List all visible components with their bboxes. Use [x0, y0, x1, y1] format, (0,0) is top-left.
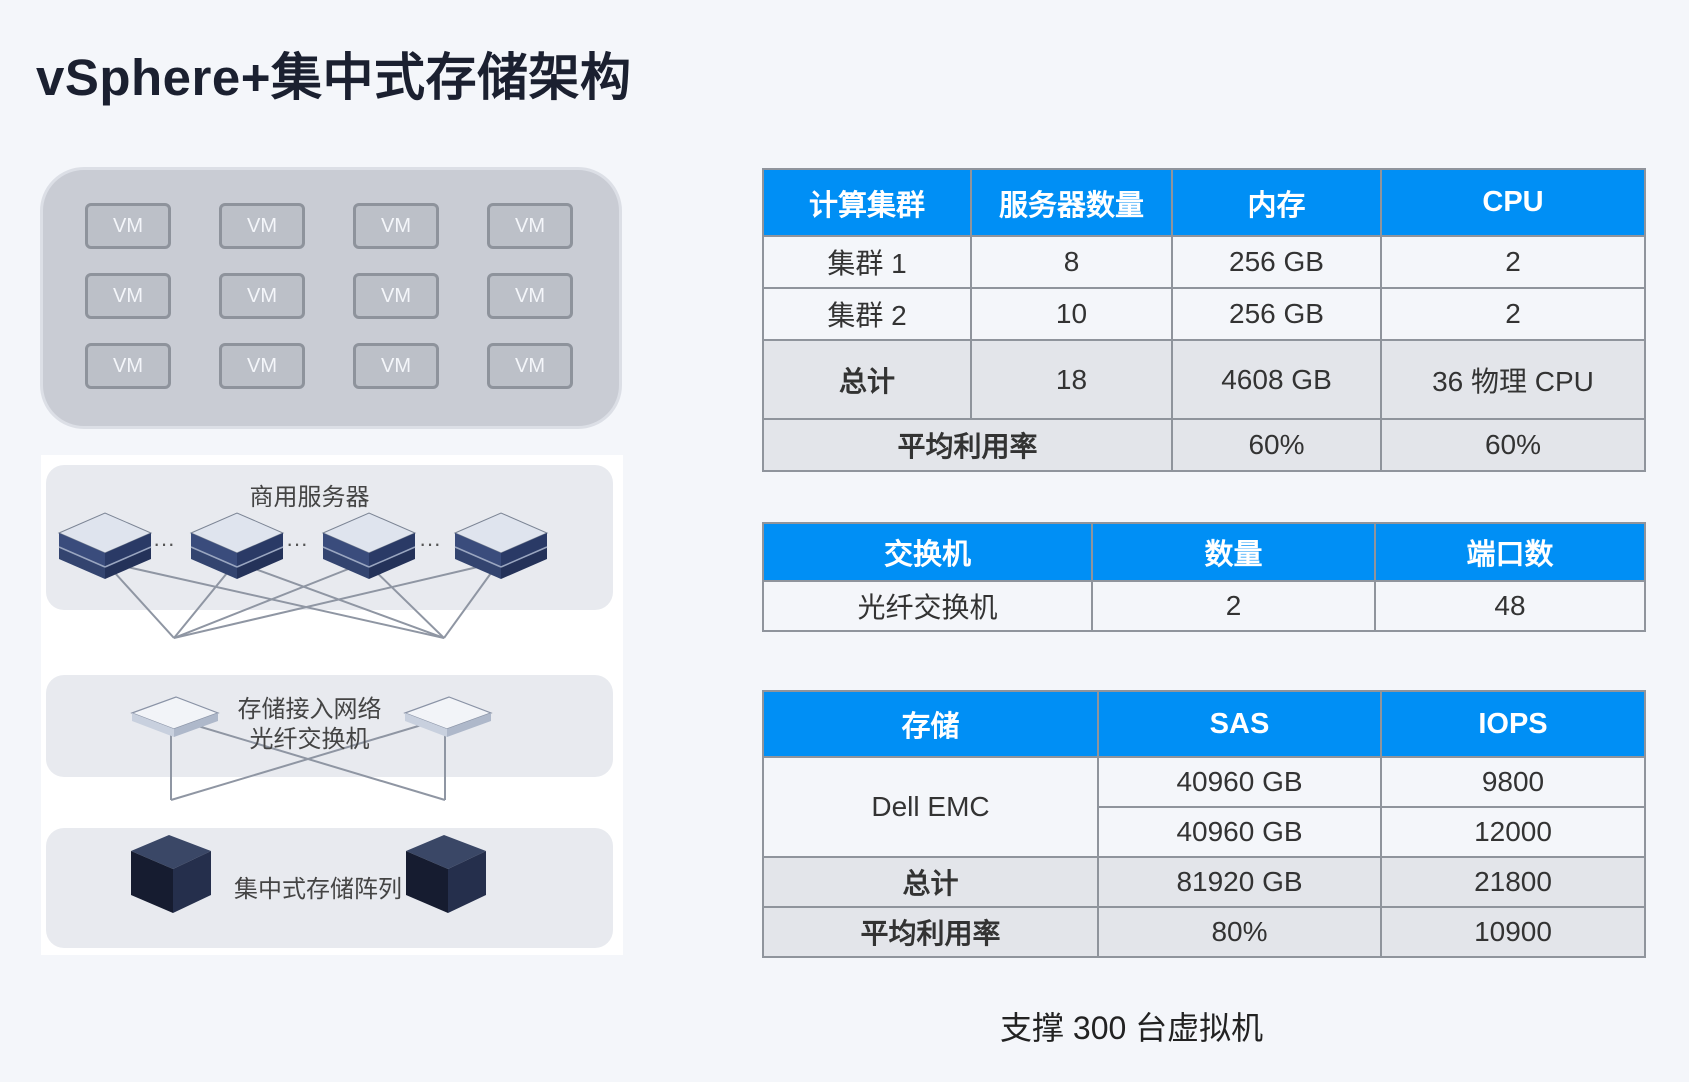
column-header: SAS	[1097, 690, 1382, 758]
vm-box: VM	[353, 273, 439, 319]
vm-box: VM	[85, 343, 171, 389]
table-header-row: 存储 SAS IOPS	[762, 690, 1646, 758]
table-cell: 2	[1091, 580, 1376, 632]
table-cell: 集群 2	[762, 287, 972, 341]
average-row: 平均利用率 60% 60%	[762, 418, 1646, 472]
storage-array-icon	[131, 835, 211, 913]
table-header-row: 计算集群 服务器数量 内存 CPU	[762, 168, 1646, 237]
table-cell: 21800	[1380, 856, 1646, 908]
vm-box: VM	[487, 273, 573, 319]
storage-device-cell: Dell EMC	[762, 756, 1099, 858]
table-cell: 平均利用率	[762, 906, 1099, 958]
ellipsis: ···	[153, 531, 175, 556]
table-cell: 18	[970, 339, 1173, 420]
column-header: 端口数	[1374, 522, 1646, 582]
table-cell: 10900	[1380, 906, 1646, 958]
column-header: 内存	[1171, 168, 1382, 237]
table-row: 光纤交换机 2 48	[762, 580, 1646, 632]
vm-box: VM	[487, 343, 573, 389]
vm-cluster-panel: VM VM VM VM VM VM VM VM VM VM VM VM	[40, 167, 622, 429]
network-zone	[46, 675, 613, 777]
vm-box: VM	[85, 273, 171, 319]
table-cell: 2	[1380, 235, 1646, 289]
column-header: CPU	[1380, 168, 1646, 237]
column-header: 服务器数量	[970, 168, 1173, 237]
table-cell: 60%	[1171, 418, 1382, 472]
table-cell: 36 物理 CPU	[1380, 339, 1646, 420]
ellipsis: ···	[286, 531, 308, 556]
compute-table: 计算集群 服务器数量 内存 CPU 集群 1 8 256 GB 2 集群 2 1…	[762, 168, 1646, 472]
infrastructure-diagram: 商用服务器 ··· ··· ··· 存储接入网络 光纤交换机 集中式存储阵列	[41, 455, 623, 955]
storage-zone-label: 集中式存储阵列	[234, 876, 402, 903]
column-header: 数量	[1091, 522, 1376, 582]
table-cell: 总计	[762, 339, 972, 420]
table-cell: 10	[970, 287, 1173, 341]
column-header: 计算集群	[762, 168, 972, 237]
table-cell: 总计	[762, 856, 1099, 908]
table-row: 集群 2 10 256 GB 2	[762, 287, 1646, 341]
switch-table: 交换机 数量 端口数 光纤交换机 2 48	[762, 522, 1646, 632]
table-cell: 8	[970, 235, 1173, 289]
table-cell: 光纤交换机	[762, 580, 1093, 632]
server-zone-label: 商用服务器	[249, 484, 370, 511]
network-label-line2: 光纤交换机	[249, 726, 370, 753]
column-header: IOPS	[1380, 690, 1646, 758]
table-cell: 12000	[1380, 806, 1646, 858]
table-cell: 4608 GB	[1171, 339, 1382, 420]
table-cell: 80%	[1097, 906, 1382, 958]
table-cell: 9800	[1380, 756, 1646, 808]
table-cell: 40960 GB	[1097, 806, 1382, 858]
table-cell: 40960 GB	[1097, 756, 1382, 808]
column-header: 存储	[762, 690, 1099, 758]
vm-box: VM	[85, 203, 171, 249]
vm-box: VM	[219, 203, 305, 249]
table-row: 集群 1 8 256 GB 2	[762, 235, 1646, 289]
network-label-line1: 存储接入网络	[237, 696, 382, 723]
footer-note: 支撑 300 台虚拟机	[1000, 1010, 1264, 1046]
diagram-graphics	[58, 512, 548, 913]
table-cell: 60%	[1380, 418, 1646, 472]
average-row: 平均利用率 80% 10900	[762, 906, 1646, 958]
table-cell: 81920 GB	[1097, 856, 1382, 908]
storage-table: 存储 SAS IOPS Dell EMC 40960 GB 9800 40960…	[762, 690, 1646, 958]
vm-box: VM	[219, 343, 305, 389]
server-icon	[190, 512, 284, 580]
table-row: 40960 GB 12000	[763, 806, 1646, 858]
server-icon	[322, 512, 416, 580]
table-row: Dell EMC 40960 GB 9800	[762, 756, 1646, 858]
vm-box: VM	[353, 203, 439, 249]
page-title: vSphere+集中式存储架构	[36, 49, 632, 106]
table-cell: 2	[1380, 287, 1646, 341]
table-cell: 平均利用率	[762, 418, 1173, 472]
vm-box: VM	[487, 203, 573, 249]
vm-box: VM	[353, 343, 439, 389]
total-row: 总计 18 4608 GB 36 物理 CPU	[762, 339, 1646, 420]
storage-array-icon	[406, 835, 486, 913]
table-cell: 48	[1374, 580, 1646, 632]
table-header-row: 交换机 数量 端口数	[762, 522, 1646, 582]
table-cell: 256 GB	[1171, 235, 1382, 289]
ellipsis: ···	[419, 531, 441, 556]
column-header: 交换机	[762, 522, 1093, 582]
table-cell: 集群 1	[762, 235, 972, 289]
vm-box: VM	[219, 273, 305, 319]
total-row: 总计 81920 GB 21800	[762, 856, 1646, 908]
table-cell: 256 GB	[1171, 287, 1382, 341]
